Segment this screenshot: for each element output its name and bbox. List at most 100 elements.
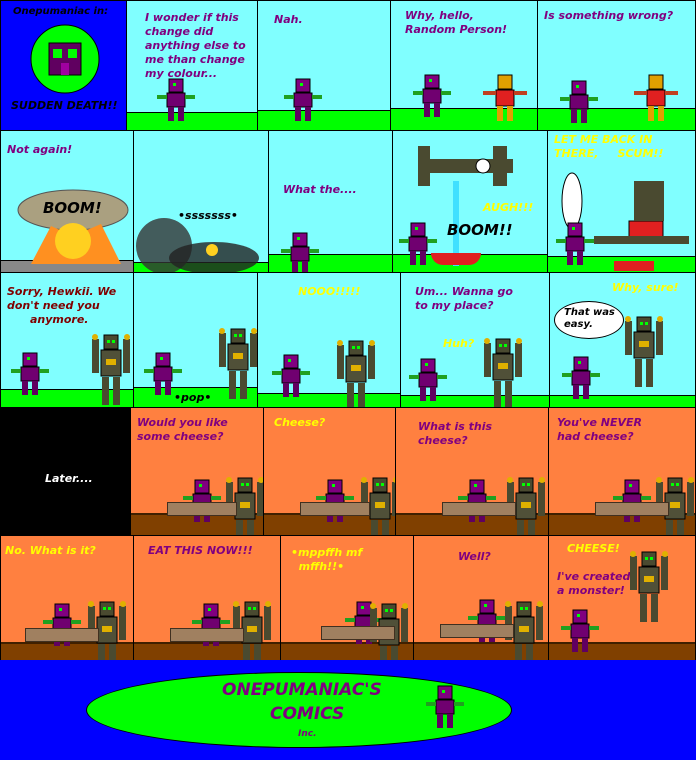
- sound-effect: BOOM!!: [447, 221, 513, 239]
- speech: Why, sure!: [612, 281, 679, 294]
- speech: Sorry, Hewkii. We don't need you anymore…: [7, 285, 117, 326]
- matoran-figure: [157, 78, 195, 121]
- robot-figure: [226, 477, 263, 535]
- speech: What is this cheese?: [418, 420, 493, 447]
- panel-1-2: I wonder if this change did anything els…: [126, 0, 258, 131]
- panel-5-1: No. What is it?: [0, 535, 134, 661]
- explosion: [17, 189, 129, 264]
- speech: I've created a monster!: [557, 570, 631, 597]
- speech: NOOO!!!!!: [298, 285, 361, 298]
- robot-figure: [88, 601, 126, 660]
- panel-4-5: You've NEVER had cheese?: [548, 407, 696, 536]
- robot-flying: [418, 146, 513, 186]
- matoran-figure: [409, 358, 447, 401]
- panel-4-2: Would you like some cheese?: [130, 407, 264, 536]
- robot-figure: [507, 477, 545, 535]
- light-beam: [453, 181, 459, 266]
- panel-5-5: CHEESE! I've created a monster!: [548, 535, 696, 661]
- matoran-figure: [284, 78, 322, 121]
- panel-2-3: What the....: [268, 130, 393, 273]
- table: [440, 624, 514, 638]
- panel-1-5: Is something wrong?: [537, 0, 696, 131]
- table: [595, 502, 669, 516]
- matoran-figure: [561, 609, 599, 652]
- table: [167, 502, 237, 516]
- sound-effect: BOOM!: [43, 199, 102, 217]
- caption: Later....: [45, 472, 93, 485]
- table: [321, 626, 395, 640]
- speech: Huh?: [443, 337, 475, 350]
- panel-5-4: Well?: [413, 535, 549, 661]
- speech: AUGH!!!: [483, 201, 534, 214]
- footer-banner: ONEPUMANIAC'S COMICS Inc.: [0, 660, 696, 760]
- speech: Why, hello, Random Person!: [405, 9, 508, 36]
- robot-figure: [630, 551, 668, 622]
- matoran-figure: [458, 479, 496, 522]
- panel-5-2: EAT THIS NOW!!!: [133, 535, 281, 661]
- speech: What the....: [283, 183, 357, 196]
- matoran-figure: [183, 479, 221, 522]
- speech: Um... Wanna go to my place?: [415, 285, 513, 312]
- robot-figure: [219, 328, 257, 399]
- speech: You've NEVER had cheese?: [557, 416, 642, 443]
- speech: EAT THIS NOW!!!: [148, 544, 253, 557]
- speech: Cheese?: [274, 416, 326, 429]
- panel-3-5: That was easy. Why, sure!: [549, 272, 696, 408]
- matoran-figure: [272, 354, 310, 397]
- sound-effect: •pop•: [174, 391, 212, 404]
- table: [442, 502, 516, 516]
- toa-figure: [483, 74, 527, 121]
- smoke-debris: [136, 218, 259, 272]
- robot-figure: [656, 477, 694, 535]
- purple-mask-icon: [30, 24, 100, 94]
- panel-4-3: Cheese?: [263, 407, 396, 536]
- panel-1-4: Why, hello, Random Person!: [390, 0, 538, 131]
- robot-figure: [505, 601, 543, 660]
- robot-figure: [337, 340, 375, 407]
- speech: Nah.: [274, 13, 303, 26]
- matoran-figure: [562, 356, 600, 399]
- speech: Well?: [458, 550, 491, 563]
- matoran-figure: [426, 685, 464, 728]
- title-panel: Onepumaniac in: SUDDEN DEATH!!: [0, 0, 127, 131]
- comic-header: Onepumaniac in:: [13, 6, 109, 17]
- panel-5-3: •mppffh mf mffh!!•: [280, 535, 414, 661]
- footer-logo-ellipse: [86, 672, 512, 748]
- panel-1-3: Nah.: [257, 0, 391, 131]
- speech: Is something wrong?: [544, 9, 674, 22]
- matoran-figure: [556, 222, 594, 265]
- panel-3-1: Sorry, Hewkii. We don't need you anymore…: [0, 272, 134, 408]
- matoran-figure: [316, 479, 354, 522]
- robot-figure: [92, 334, 130, 405]
- speech: Would you like some cheese?: [137, 416, 228, 443]
- matoran-figure: [560, 80, 598, 123]
- speech: No. What is it?: [5, 544, 96, 557]
- matoran-figure: [399, 222, 437, 265]
- speech: CHEESE!: [567, 542, 620, 555]
- footer-inc: Inc.: [298, 729, 317, 739]
- table: [25, 628, 99, 642]
- panel-2-5: LET ME BACK IN THERE, SCUM!!: [547, 130, 696, 273]
- panel-3-2: •pop•: [133, 272, 258, 408]
- robot-figure: [361, 477, 395, 535]
- panel-3-4: Um... Wanna go to my place? Huh?: [400, 272, 550, 408]
- panel-2-4: AUGH!!! BOOM!!: [392, 130, 548, 273]
- robot-figure: [484, 338, 522, 407]
- footer-title-line1: ONEPUMANIAC'S: [222, 680, 382, 700]
- sound-effect: •sssssss•: [178, 209, 238, 222]
- speech: •mppffh mf mffh!!•: [291, 546, 363, 573]
- panel-2-2: •sssssss•: [133, 130, 269, 273]
- footer-title-line2: COMICS: [270, 704, 345, 724]
- matoran-figure: [144, 352, 182, 395]
- panel-4-1: Later....: [0, 407, 131, 536]
- panel-3-3: NOOO!!!!!: [257, 272, 401, 408]
- robot-figure: [625, 316, 663, 387]
- matoran-figure: [281, 232, 319, 272]
- robot-figure: [233, 601, 271, 660]
- table: [300, 502, 370, 516]
- crater: [431, 253, 481, 265]
- toa-figure: [634, 74, 678, 121]
- speech: LET ME BACK IN THERE, SCUM!!: [554, 133, 664, 160]
- speech: I wonder if this change did anything els…: [145, 11, 246, 80]
- table: [170, 628, 244, 642]
